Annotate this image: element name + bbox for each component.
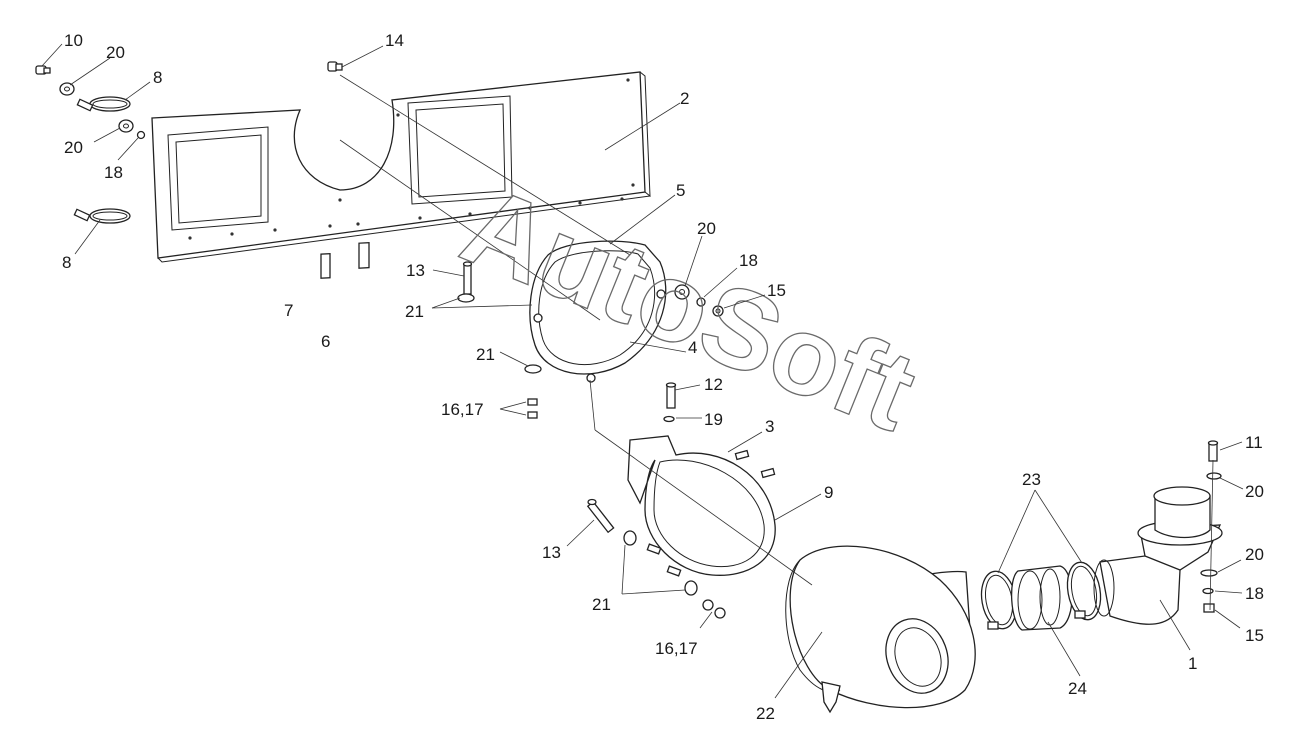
bolt-13-lower	[586, 498, 615, 534]
washer-21-upper	[457, 293, 475, 303]
callout-16-17-lower: 16,17	[655, 639, 698, 658]
callout-6: 6	[321, 332, 330, 351]
callout-11: 11	[1245, 433, 1263, 452]
nut-19	[663, 415, 675, 423]
callout-2: 2	[680, 89, 689, 108]
callout-23: 23	[1022, 470, 1041, 489]
spacer-6	[358, 241, 370, 269]
callout-20-top-left: 20	[106, 43, 125, 62]
washer-20-mid-left	[118, 119, 134, 133]
callout-14: 14	[385, 31, 404, 50]
callout-labels: 10 20 14 8 2 20 18 5 8 20 18 13 15 7 21 …	[62, 31, 1264, 723]
assembly-guide-lines	[339, 74, 1214, 611]
callout-21-lower: 21	[592, 595, 611, 614]
callout-19: 19	[704, 410, 723, 429]
callout-18-left: 18	[104, 163, 123, 182]
washer-20-top-left	[59, 82, 75, 96]
callout-10-top-left: 10	[64, 31, 83, 50]
nut-18-left	[136, 130, 146, 140]
mounting-panel	[151, 71, 651, 263]
callout-18-right: 18	[739, 251, 758, 270]
callout-7: 7	[284, 301, 293, 320]
callout-24: 24	[1068, 679, 1087, 698]
washer-20-bottom-right	[1200, 569, 1218, 577]
callout-21-mid: 21	[476, 345, 495, 364]
connecting-hose-24	[1010, 565, 1073, 631]
washer-21-lower	[524, 364, 542, 374]
washer-20-top-right	[1206, 472, 1222, 480]
nut-15-right	[712, 305, 724, 317]
callout-13-upper: 13	[406, 261, 425, 280]
callout-8-bottom: 8	[62, 253, 71, 272]
panel-holes	[188, 78, 635, 240]
callout-21-upper: 21	[405, 302, 424, 321]
callout-22: 22	[756, 704, 775, 723]
air-filter-housing	[785, 545, 976, 714]
callout-20-bottom-right: 20	[1245, 545, 1264, 564]
callout-3: 3	[765, 417, 774, 436]
callout-13-lower: 13	[542, 543, 561, 562]
hose-clamp-23-right	[1066, 561, 1102, 621]
callout-1: 1	[1188, 654, 1197, 673]
callout-20-top-right: 20	[1245, 482, 1264, 501]
nuts-16-17-upper	[527, 398, 538, 419]
upper-bracket	[529, 240, 667, 383]
washer-21-bottom	[684, 580, 698, 596]
elbow-pipe	[1093, 486, 1223, 625]
nuts-16-17-lower	[702, 599, 726, 619]
nut-15-bottom-right	[1203, 603, 1215, 613]
clamp-8-bottom	[73, 208, 131, 224]
callout-12: 12	[704, 375, 723, 394]
bolt-10	[35, 65, 51, 75]
watermark-text: AutoSoft	[447, 162, 932, 455]
callout-20-mid-left: 20	[64, 138, 83, 157]
callout-16-17-upper: 16,17	[441, 400, 484, 419]
callout-18-bottom-right: 18	[1245, 584, 1264, 603]
callout-9: 9	[824, 483, 833, 502]
callout-8-top: 8	[153, 68, 162, 87]
callout-15-bottom-right: 15	[1245, 626, 1264, 645]
callout-leaders	[41, 43, 1244, 699]
bolt-12	[665, 382, 677, 409]
callout-20-right: 20	[697, 219, 716, 238]
callout-4: 4	[688, 338, 697, 357]
nut-18-right	[696, 297, 706, 307]
callout-5: 5	[676, 181, 685, 200]
callout-15-right: 15	[767, 281, 786, 300]
washer-20-right	[674, 284, 690, 300]
spacer-7	[320, 253, 331, 279]
bolt-14	[327, 61, 343, 72]
washer-21-mid	[623, 530, 637, 546]
nut-18-bottom-right	[1202, 587, 1214, 595]
bolt-11	[1207, 440, 1219, 462]
clamp-8-top	[76, 96, 131, 112]
